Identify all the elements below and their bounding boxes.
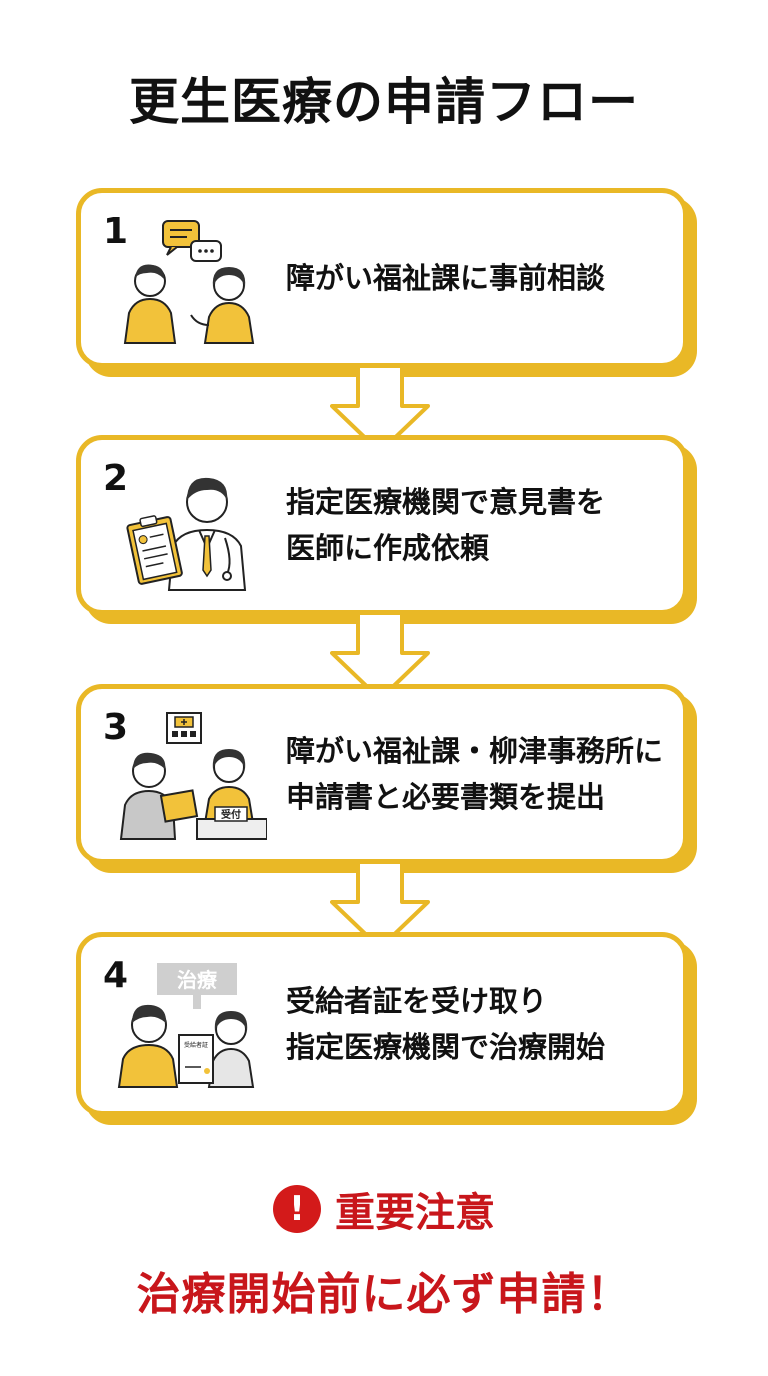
down-arrow-icon	[330, 862, 430, 950]
doctor-icon	[126, 477, 247, 591]
treatment-sign: 治療	[177, 968, 217, 992]
step-line: 障がい福祉課に事前相談	[286, 260, 606, 295]
step-line: 障がい福祉課・柳津事務所に	[286, 733, 664, 768]
step-number: 3	[103, 707, 129, 748]
step-line: 申請書と必要書類を提出	[286, 780, 606, 814]
certificate-icon: 治療 受給者証	[117, 963, 255, 1088]
step-line: 医師に作成依頼	[286, 531, 490, 565]
step-number: 2	[103, 458, 129, 499]
step-card-2: 2 指定医療機関で意見書を 医師に作成依頼	[76, 435, 688, 615]
step-card-3: 3 受付 障がい福祉課・柳津事務所に 申請書と必要書類を提出	[76, 684, 688, 864]
step-number: 4	[103, 955, 129, 996]
certificate-label: 受給者証	[184, 1041, 208, 1049]
warning-message: 治療開始前に必ず申請！	[136, 1269, 632, 1320]
step-line: 受給者証を受け取り	[286, 983, 548, 1018]
desk-sign: 受付	[221, 808, 241, 821]
reception-desk-icon: 受付	[119, 712, 267, 840]
consultation-icon	[123, 220, 255, 344]
step-card-1: 1 障がい福祉課に事前相談	[76, 188, 688, 368]
step-text: 障がい福祉課・柳津事務所に 申請書と必要書類を提出	[286, 689, 671, 859]
down-arrow-icon	[330, 366, 430, 454]
step-text: 指定医療機関で意見書を 医師に作成依頼	[286, 440, 671, 610]
step-card-4: 4 治療 受給者証 受給者証を受け取り 指定医療機関で治療開始	[76, 932, 688, 1116]
step-text: 障がい福祉課に事前相談	[286, 193, 671, 363]
step-line: 指定医療機関で意見書を	[286, 484, 606, 519]
exclamation-icon: !	[273, 1185, 321, 1233]
page-title: 更生医療の申請フロー	[129, 73, 639, 131]
step-text: 受給者証を受け取り 指定医療機関で治療開始	[286, 937, 671, 1111]
warning-header: ! 重要注意	[0, 1180, 768, 1238]
step-line: 指定医療機関で治療開始	[286, 1030, 606, 1064]
down-arrow-icon	[330, 613, 430, 701]
warning-label: 重要注意	[335, 1190, 495, 1236]
step-number: 1	[103, 211, 129, 252]
